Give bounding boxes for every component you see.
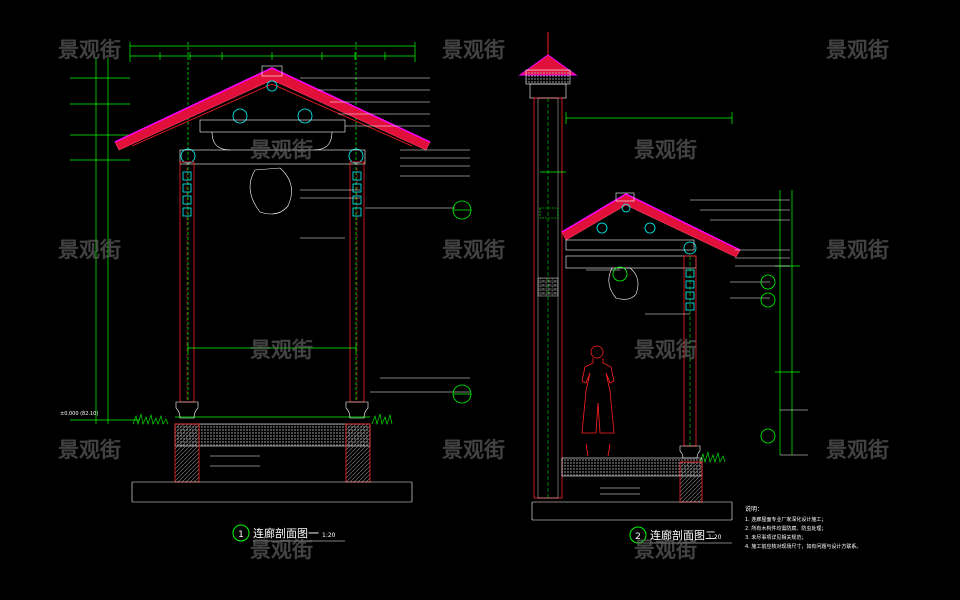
section-1-number: 1	[238, 530, 244, 540]
section-2-drawing: 2 连廊剖面图二 1:20	[518, 32, 808, 544]
section-2-grass	[699, 451, 726, 464]
section-2-title: 连廊剖面图二	[650, 528, 716, 542]
watermark: 景观街	[826, 438, 889, 462]
watermark: 景观街	[58, 238, 121, 262]
section-2-title-block: 2 连廊剖面图二 1:20	[629, 526, 732, 544]
watermark: 景观街	[250, 138, 313, 162]
watermark: 景观街	[442, 38, 505, 62]
section-1-grass	[132, 413, 393, 426]
watermark: 景观街	[634, 538, 697, 562]
watermark: 景观街	[250, 338, 313, 362]
section-2-scale: 1:20	[708, 534, 722, 541]
section-2-beams	[565, 239, 697, 300]
section-1-ground-level: ±0.000 (82.10)	[60, 411, 98, 417]
section-2-purlins	[596, 203, 697, 255]
section-2-pillar	[518, 32, 578, 500]
notes-heading: 说明：	[745, 505, 763, 513]
section-2-foundation	[531, 457, 733, 521]
watermark: 景观街	[442, 238, 505, 262]
section-1-column-bases	[175, 401, 369, 419]
section-2-number: 2	[635, 532, 641, 542]
watermark: 景观街	[442, 438, 505, 462]
section-1-title: 连廊剖面图一	[253, 526, 319, 540]
watermark: 景观街	[634, 338, 697, 362]
note-item: 4. 施工前应核对现场尺寸，如有问题与设计方联系。	[745, 543, 861, 550]
section-1-detail-callouts	[452, 200, 472, 404]
section-2-detail-callouts	[612, 266, 776, 444]
section-2-leaders	[586, 199, 808, 495]
note-item: 2. 所有木构件均需防腐、防虫处理；	[745, 525, 826, 532]
section-1-leaders	[210, 77, 470, 467]
watermark: 景观街	[634, 138, 697, 162]
section-1-top-dimensions	[129, 42, 416, 400]
section-1-drawing: ±0.000 (82.10)	[60, 42, 472, 542]
watermark: 景观街	[250, 538, 313, 562]
section-2-column	[679, 255, 701, 459]
section-1-left-dimensions	[70, 58, 140, 424]
general-notes: 说明： 1. 连廊屋面专业厂家深化设计施工； 2. 所有木构件均需防腐、防虫处理…	[745, 505, 861, 550]
section-1-foundation	[131, 423, 413, 503]
human-scale-figure	[581, 345, 615, 457]
watermark: 景观街	[58, 38, 121, 62]
section-2-dimensions	[540, 112, 800, 455]
watermark: 景观街	[826, 238, 889, 262]
section-1-scale: 1:20	[322, 532, 336, 539]
watermark: 景观街	[58, 438, 121, 462]
section-1-span-dimension	[175, 344, 370, 418]
section-1-title-block: 1 连廊剖面图一 1:20	[232, 524, 345, 542]
section-1-purlins	[180, 80, 364, 164]
watermark: 景观街	[826, 38, 889, 62]
note-item: 3. 未尽事项详见相关规范；	[745, 534, 806, 541]
watermarks: 景观街 景观街 景观街 景观街 景观街 景观街 景观街 景观街 景观街 景观街 …	[58, 38, 889, 562]
section-1-roof	[114, 65, 431, 151]
section-2-roof	[561, 192, 741, 258]
section-1-beams	[179, 119, 366, 215]
note-item: 1. 连廊屋面专业厂家深化设计施工；	[745, 516, 826, 523]
